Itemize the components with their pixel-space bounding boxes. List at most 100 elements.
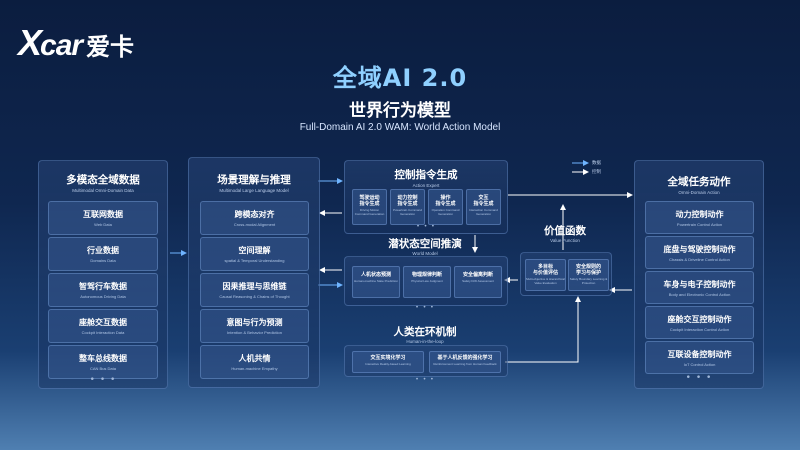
item-cn: 跨模态对齐 xyxy=(234,210,275,219)
scene-item-alignment: 跨模态对齐 Cross-modal Alignment xyxy=(200,201,309,235)
item-cn: 空间理解 xyxy=(238,246,271,255)
item-en: CAN Bus Data xyxy=(89,366,116,371)
tagline: Full-Domain AI 2.0 WAM: World Action Mod… xyxy=(299,122,501,133)
item-en: Cockpit Interaction Control Action xyxy=(669,327,730,332)
item-en: Cockpit Interaction Data xyxy=(81,330,125,335)
item-en: Chassis & Driveline Control Action xyxy=(669,257,730,262)
main-title: 全域AI 2.0 xyxy=(332,64,468,92)
value-function-header: 价值函数 Value Function xyxy=(520,223,610,243)
data-item-canbus: 整车总线数据 CAN Bus Data xyxy=(48,345,158,379)
section-subtitle: Value Function xyxy=(550,238,580,243)
item-en: Interactive Reality-based Learning xyxy=(365,362,411,366)
item-cn: 车身与电子控制动作 xyxy=(663,280,736,289)
arrow-hitl-to-value xyxy=(505,296,581,363)
item-cn: 动力控制动作 xyxy=(675,210,724,219)
action-cockpit: 座舱交互控制动作 Cockpit Interaction Control Act… xyxy=(645,306,754,339)
world-model-header: 潜状态空间推演 World Model xyxy=(344,236,506,256)
world-model-panel: 人机状态预测 Human-machine State Prediction 物理… xyxy=(344,256,508,306)
scene-item-empathy: 人机共情 Human-machine Empathy xyxy=(200,345,309,379)
section-title: 人类在环机制 xyxy=(393,326,457,338)
scene-item-intention: 意图与行为预测 Intention & Behavior Prediction xyxy=(200,309,309,343)
action-expert-panel: 控制指令生成 Action Expert 驾驶运动 指令生成 Driving M… xyxy=(344,160,508,234)
item-cn: 意图与行为预测 xyxy=(226,318,283,327)
item-cn: 安全规则的 学习与保护 xyxy=(575,264,601,276)
item-cn: 座舱交互控制动作 xyxy=(667,315,732,324)
item-en: Human-machine Empathy xyxy=(231,366,278,371)
hitl-interactive-learning: 交互实境化学习 Interactive Reality-based Learni… xyxy=(352,351,424,373)
cmd-operation: 操作 指令生成 Operation Command Generation xyxy=(428,189,463,225)
legend-control-label: 控制 xyxy=(592,169,601,174)
item-en: Web Data xyxy=(94,222,112,227)
cmd-interaction: 交互 指令生成 Interaction Command Generation xyxy=(466,189,501,225)
item-en: Intention & Behavior Prediction xyxy=(227,330,282,335)
item-en: Interaction Command Generation xyxy=(469,208,498,216)
item-cn: 互联网数据 xyxy=(83,210,123,219)
ellipsis: • • • xyxy=(416,223,436,230)
action-chassis: 底盘与驾驶控制动作 Chassis & Driveline Control Ac… xyxy=(645,236,754,269)
item-en: Powertrain Command Generation xyxy=(392,208,422,216)
ellipsis: • • • xyxy=(415,304,435,311)
panel-title: 全域任务动作 xyxy=(667,176,731,188)
item-en: Physical Law Judgment xyxy=(411,279,443,283)
legend-data-label: 数据 xyxy=(592,160,601,165)
ellipsis: • • • xyxy=(89,375,117,385)
multimodal-data-panel: 多模态全域数据 Multimodal Omni-Domain Data 互联网数… xyxy=(38,160,168,389)
scene-item-causal: 因果推理与思维链 Causal Reasoning & Chains of Th… xyxy=(200,273,309,307)
section-subtitle: World Model xyxy=(412,251,438,256)
cmd-driving: 驾驶运动 指令生成 Driving Motion Command Generat… xyxy=(352,189,387,225)
item-en: Domains Data xyxy=(90,258,116,263)
logo-cn: 爱卡 xyxy=(86,34,135,61)
action-body-electronic: 车身与电子控制动作 Body and Electronic Control Ac… xyxy=(645,271,754,304)
item-en: Causal Reasoning & Chains of Thought xyxy=(219,294,290,299)
item-cn: 人机共情 xyxy=(238,354,271,363)
scene-understanding-panel: 场景理解与推理 Multimodal Large Language Model … xyxy=(188,157,320,388)
panel-title: 场景理解与推理 xyxy=(217,174,291,186)
item-cn: 行业数据 xyxy=(87,246,119,255)
hitl-rlhf: 基于人机反馈的强化学习 Reinforcement Learning from … xyxy=(429,351,501,373)
item-en: Safety Drift Assessment xyxy=(462,279,494,283)
ellipsis: • • • xyxy=(415,376,435,383)
ellipsis: • • • xyxy=(685,373,713,383)
panel-subtitle: Multimodal Large Language Model xyxy=(219,188,289,193)
item-cn: 操作 指令生成 xyxy=(435,195,456,207)
item-cn: 因果推理与思维链 xyxy=(222,282,287,291)
item-en: Cross-modal Alignment xyxy=(233,222,276,227)
hitl-header: 人类在环机制 Human-in-the-loop xyxy=(344,324,506,344)
item-cn: 交互实境化学习 xyxy=(370,355,406,361)
omni-domain-action-panel: 全域任务动作 Omni-Domain Action 动力控制动作 Powertr… xyxy=(634,160,764,389)
item-cn: 智驾行车数据 xyxy=(79,282,127,291)
item-cn: 驾驶运动 指令生成 xyxy=(359,195,380,207)
panel-title: 多模态全域数据 xyxy=(66,174,140,186)
section-title: 潜状态空间推演 xyxy=(388,238,462,250)
item-en: Driving Motion Command Generation xyxy=(354,208,385,216)
item-en: IoT Control Action xyxy=(683,362,716,367)
logo-x: X xyxy=(18,22,42,63)
item-en: Operation Command Generation xyxy=(431,208,460,216)
hitl-panel: 交互实境化学习 Interactive Reality-based Learni… xyxy=(344,345,508,377)
world-physical-law: 物理规律判断 Physical Law Judgment xyxy=(403,266,451,298)
panel-subtitle: Multimodal Omni-Domain Data xyxy=(72,188,134,193)
value-multi-objective: 多目标 与价值评估 Multi-objective & Hierarchical… xyxy=(525,259,566,291)
section-title: 价值函数 xyxy=(544,225,586,237)
item-cn: 座舱交互数据 xyxy=(79,318,127,327)
panel-title: 控制指令生成 xyxy=(394,169,458,181)
item-cn: 底盘与驾驶控制动作 xyxy=(663,245,736,254)
scene-item-spatial: 空间理解 spatial & Temporal Understanding xyxy=(200,237,309,271)
item-cn: 基于人机反馈的强化学习 xyxy=(437,355,493,361)
item-cn: 多目标 与价值评估 xyxy=(532,264,558,276)
value-safety-boundary: 安全规则的 学习与保护 Safety Boundary Learning & P… xyxy=(568,259,609,291)
item-en: Reinforcement Learning from Human Feedba… xyxy=(433,362,497,366)
item-en: spatial & Temporal Understanding xyxy=(224,258,285,263)
cmd-powertrain: 动力控制 指令生成 Powertrain Command Generation xyxy=(390,189,425,225)
item-cn: 互联设备控制动作 xyxy=(667,350,732,359)
item-en: Powertrain Control Action xyxy=(676,222,723,227)
subtitle: 世界行为模型 xyxy=(349,101,451,121)
data-item-web: 互联网数据 Web Data xyxy=(48,201,158,235)
item-en: Body and Electronic Control Action xyxy=(668,292,731,297)
item-en: Multi-objective & Hierarchical Value Eva… xyxy=(526,277,565,285)
item-cn: 动力控制 指令生成 xyxy=(397,195,418,207)
item-cn: 人机状态预测 xyxy=(360,272,391,278)
item-en: Safety Boundary Learning & Protection xyxy=(569,277,608,285)
